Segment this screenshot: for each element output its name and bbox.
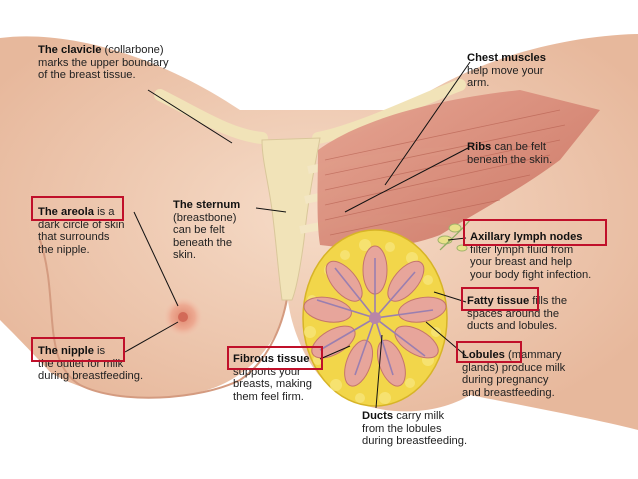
label-ducts: Ducts carry milk from the lobules during… xyxy=(362,410,467,448)
label-clavicle-line-2: marks the upper boundary xyxy=(38,56,169,69)
label-axillary-line-3: your body fight infection. xyxy=(470,268,592,281)
label-areola-line-3: that surrounds xyxy=(38,231,110,244)
label-sternum-line-1: (breastbone) xyxy=(173,211,237,224)
label-nipple-term: The nipple xyxy=(38,345,94,357)
label-axillary: Axillary lymph nodes filter lymph fluid … xyxy=(470,231,591,281)
label-lobules-line-4: and breastfeeding. xyxy=(462,386,555,399)
label-areola-line-4: the nipple. xyxy=(38,243,90,256)
label-axillary-line-2: your breast and help xyxy=(470,256,572,269)
highlight-box-axillary xyxy=(463,219,607,246)
label-chest-muscles-line-1: help move your xyxy=(467,64,544,77)
highlight-box-areola xyxy=(31,196,124,221)
label-lobules-line-2: glands) produce milk xyxy=(462,361,566,374)
label-nipple-line-1: is xyxy=(97,345,106,357)
highlight-box-lobules xyxy=(456,341,522,363)
label-sternum-line-2: can be felt xyxy=(173,224,225,237)
label-clavicle: The clavicle (collarbone) marks the uppe… xyxy=(38,44,169,82)
label-lobules: Lobules (mammary glands) produce milk du… xyxy=(462,349,565,399)
label-areola-line-1: is a xyxy=(97,206,115,218)
label-nipple-line-3: during breastfeeding. xyxy=(38,370,144,383)
label-areola-term: The areola xyxy=(38,206,94,218)
label-chest-muscles-term: Chest muscles xyxy=(467,52,546,64)
right-clavicle xyxy=(312,79,466,144)
muscle-fibers xyxy=(324,109,566,236)
label-clavicle-line-1: (collarbone) xyxy=(104,44,164,56)
label-fatty-line-3: ducts and lobules. xyxy=(467,320,558,333)
label-ribs-line-2: beneath the skin. xyxy=(467,153,553,166)
label-sternum: The sternum (breastbone) can be felt ben… xyxy=(173,199,240,262)
label-fibrous-line-3: them feel firm. xyxy=(233,390,304,403)
label-areola-line-2: dark circle of skin xyxy=(38,218,125,231)
ducts xyxy=(316,258,434,376)
highlight-box-nipple xyxy=(31,337,125,362)
label-axillary-term: Axillary lymph nodes xyxy=(470,231,583,243)
pectoral-muscle xyxy=(317,90,600,248)
label-fibrous-line-2: breasts, making xyxy=(233,378,312,391)
label-ribs-line-1: can be felt xyxy=(494,141,546,153)
highlight-box-fatty xyxy=(461,287,539,311)
left-clavicle xyxy=(154,89,268,144)
label-ribs-term: Ribs xyxy=(467,141,492,153)
label-sternum-term: The sternum xyxy=(173,199,241,211)
label-fatty-line-1: fills the xyxy=(532,295,568,307)
leader-lines xyxy=(124,61,471,409)
label-ducts-line-3: during breastfeeding. xyxy=(362,435,468,448)
label-ducts-line-2: from the lobules xyxy=(362,422,442,435)
label-areola: The areola is a dark circle of skin that… xyxy=(38,206,124,256)
label-clavicle-term: The clavicle xyxy=(38,44,102,56)
right-nipple xyxy=(369,312,381,324)
highlight-box-fibrous xyxy=(227,346,323,370)
label-ducts-term: Ducts xyxy=(362,410,394,422)
label-chest-muscles: Chest muscles help move your arm. xyxy=(467,52,546,90)
axillary-lymph-nodes xyxy=(437,219,471,252)
label-axillary-line-1: filter lymph fluid from xyxy=(470,243,574,256)
label-fibrous-term: Fibrous tissue xyxy=(233,353,310,365)
label-ducts-line-1: carry milk xyxy=(396,410,445,422)
label-sternum-line-3: beneath the xyxy=(173,236,233,249)
label-chest-muscles-line-2: arm. xyxy=(467,77,490,90)
label-lobules-line-3: during pregnancy xyxy=(462,374,549,387)
label-clavicle-line-3: of the breast tissue. xyxy=(38,69,136,82)
label-ribs: Ribs can be felt beneath the skin. xyxy=(467,141,552,166)
left-nipple xyxy=(178,312,188,322)
label-lobules-term: Lobules xyxy=(462,349,505,361)
label-fatty-term: Fatty tissue xyxy=(467,295,530,307)
sternum-bone xyxy=(261,137,321,301)
label-sternum-line-4: skin. xyxy=(173,249,197,262)
